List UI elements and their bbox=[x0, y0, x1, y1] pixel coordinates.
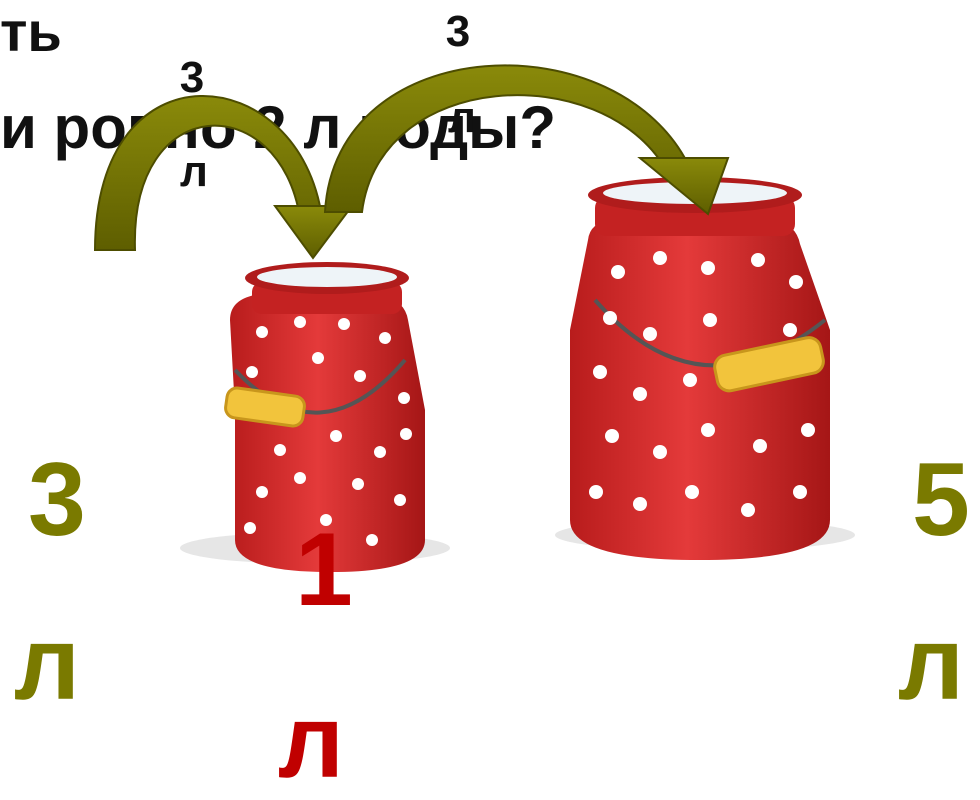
left-volume-number: 3 bbox=[28, 442, 86, 558]
curved-arrow-icon bbox=[93, 95, 354, 260]
curved-arrow-icon bbox=[323, 64, 730, 216]
right-volume-unit: л bbox=[898, 606, 965, 722]
milk-can-small-icon bbox=[224, 262, 425, 572]
arrow-1-label-num: 3 bbox=[179, 53, 205, 102]
middle-volume-unit: л bbox=[278, 684, 345, 800]
arrow-2-label-num: 3 bbox=[445, 7, 471, 56]
question-line-1: ть bbox=[0, 0, 62, 63]
right-volume-number: 5 bbox=[912, 442, 970, 558]
arrow-1-label-unit: л bbox=[180, 147, 208, 196]
milk-can-large-icon bbox=[570, 177, 830, 560]
left-volume-unit: л bbox=[14, 606, 81, 722]
arrow-2-label-unit: л bbox=[448, 93, 476, 142]
middle-volume-number: 1 bbox=[295, 512, 353, 628]
